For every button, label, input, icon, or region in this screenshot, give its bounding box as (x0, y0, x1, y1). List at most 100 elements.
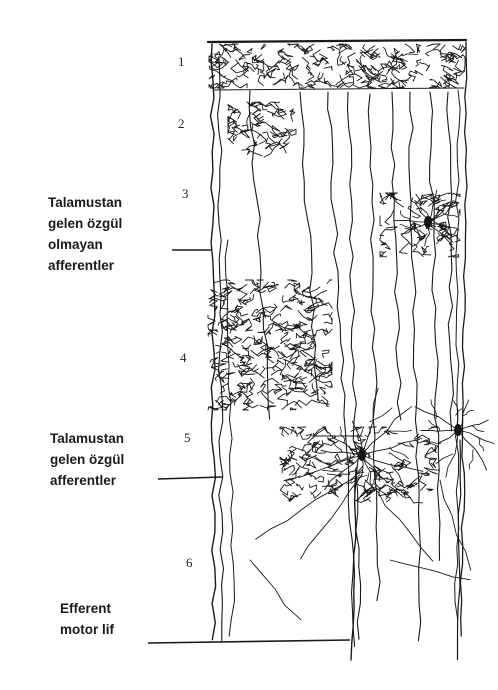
layer-5-right-pyramidal-cell-dendrite (425, 430, 458, 455)
efferent-motor-fiber-label: Efferent motor lif (60, 598, 114, 640)
layer-2-arbor (260, 122, 280, 135)
layer-5-right-pyramidal-cell-dendrite (472, 426, 484, 432)
layer-4-afferent-arbor (255, 337, 266, 347)
nonspecific-afferents-label: Talamustan gelen özgül olmayan afferentl… (48, 192, 122, 276)
nonspecific-label-line-4: afferentler (48, 255, 122, 276)
pia-surface-line (208, 40, 466, 42)
layer-6-collateral (365, 480, 433, 561)
layer-1-fiber-mesh (231, 63, 243, 73)
layer-4-afferent-arbor (239, 290, 248, 301)
layer-4-afferent-arbor (323, 313, 332, 318)
layer-2-arbor (257, 135, 266, 145)
layer-6-collateral (256, 470, 362, 539)
layer-5-arbor (309, 485, 316, 495)
layer-1-fiber-mesh (419, 63, 430, 71)
layer-5-arbor (374, 427, 386, 433)
efferent-label-line-1: Efferent (60, 598, 114, 619)
layer-3-arbor (380, 216, 382, 226)
layer-4-afferent-arbor (263, 304, 277, 318)
layer-5-arbor (335, 454, 340, 461)
layer-number-5: 5 (184, 430, 191, 446)
layer-5-pyramidal-cell-dendrite (389, 447, 408, 459)
layer-1-fiber-mesh (340, 57, 345, 65)
layer-5-right-pyramidal-cell-dendrite (429, 420, 440, 431)
layer-5-pyramidal-cell-dendrite (362, 439, 420, 455)
layer-4-afferent-arbor (272, 314, 281, 320)
layer-5-arbor (384, 491, 397, 496)
layer-2-arbor (247, 149, 262, 156)
layer-4-afferent-arbor (320, 387, 326, 394)
layer-1-fiber-mesh (460, 46, 465, 53)
layer-1-fiber-mesh (430, 79, 434, 80)
layer-4-afferent-arbor (208, 325, 215, 330)
efferent-pointer-line (148, 640, 350, 643)
layer-5-pyramidal-cell-dendrite (385, 430, 411, 431)
layer-4-afferent-arbor (260, 406, 276, 410)
layer-number-1: 1 (178, 54, 185, 70)
layer-2-arbor (252, 110, 258, 115)
layer-3-pyramidal-cell-dendrite (394, 221, 428, 223)
layer-1-fiber-mesh (256, 68, 263, 75)
layer-4-afferent-arbor (254, 366, 265, 378)
layer-4-afferent-arbor (303, 287, 309, 292)
nonspecific-label-line-1: Talamustan (48, 192, 122, 213)
layer-5-arbor (284, 465, 295, 475)
layer-3-arbor (399, 243, 409, 254)
layer-5-right-pyramidal-cell-dendrite (469, 450, 473, 470)
layer-6-collateral (440, 480, 471, 570)
layer-5-arbor (282, 429, 289, 436)
layer-4-afferent-arbor (281, 306, 292, 312)
layer-5-arbor (327, 437, 335, 444)
specific-afferents-label: Talamustan gelen özgül afferentler (50, 428, 124, 491)
layer-1-fiber-mesh (430, 86, 438, 88)
layer-4-afferent-arbor (229, 349, 244, 359)
layer-3-arbor (448, 255, 459, 258)
layer-2-arbor (242, 141, 257, 151)
layer-1-fiber-mesh (346, 70, 352, 74)
layer-4-afferent-arbor (290, 408, 296, 410)
layer-3-arbor (381, 242, 390, 249)
layer-2-arbor (272, 135, 287, 138)
layer-1-fiber-mesh (275, 75, 289, 85)
layer-3-arbor (422, 246, 431, 255)
layer-1-fiber-mesh (233, 83, 247, 88)
layer-1-fiber-mesh (247, 49, 252, 54)
layer-1-fiber-mesh (288, 44, 299, 48)
layer-3-pyramidal-cell-dendrite (400, 211, 410, 222)
layer-4-afferent-arbor (288, 280, 297, 281)
layer-3-pyramidal-cell-dendrite (437, 233, 440, 244)
layer-3-arbor (459, 209, 460, 215)
layer-3-arbor (413, 244, 423, 257)
layer-1-fiber-mesh (356, 59, 373, 70)
layer-1-fiber-mesh (328, 47, 335, 50)
layer-4-afferent-arbor (221, 357, 234, 362)
layer-1-fiber-mesh (454, 60, 462, 72)
layer-5-arbor (295, 467, 300, 474)
specific-label-line-2: gelen özgül (50, 449, 124, 470)
layer-4-afferent-arbor (229, 392, 236, 397)
layer-1-fiber-mesh (289, 65, 299, 71)
layer-1-fiber-mesh (310, 56, 318, 64)
layer-1-fiber-mesh (427, 44, 441, 49)
layer-1-fiber-mesh (261, 44, 266, 49)
layer-3-arbor (452, 193, 461, 196)
layer-number-3: 3 (182, 186, 189, 202)
layer-1-fiber-mesh (278, 49, 285, 60)
layer-2-arbor (269, 102, 283, 111)
apical-vertical-fiber (447, 92, 454, 431)
layer-4-afferent-arbor (246, 397, 258, 408)
layer-1-fiber-mesh (321, 82, 331, 88)
layer-4-afferent-arbor (228, 282, 242, 291)
layer-5-arbor (427, 489, 434, 491)
layer-1-fiber-mesh (256, 55, 264, 73)
layer-5-arbor (313, 427, 326, 439)
layer-5-pyramidal-cell-dendrite (308, 456, 332, 467)
layer-3-arbor (385, 211, 394, 225)
layer-4-afferent-arbor (214, 280, 230, 283)
layer-2-arbor (271, 102, 279, 103)
right-fiber-bundle (460, 42, 467, 636)
layer-4-afferent-arbor (243, 404, 250, 410)
layer-1-fiber-mesh (273, 73, 285, 84)
layer-3-arbor (422, 201, 427, 205)
